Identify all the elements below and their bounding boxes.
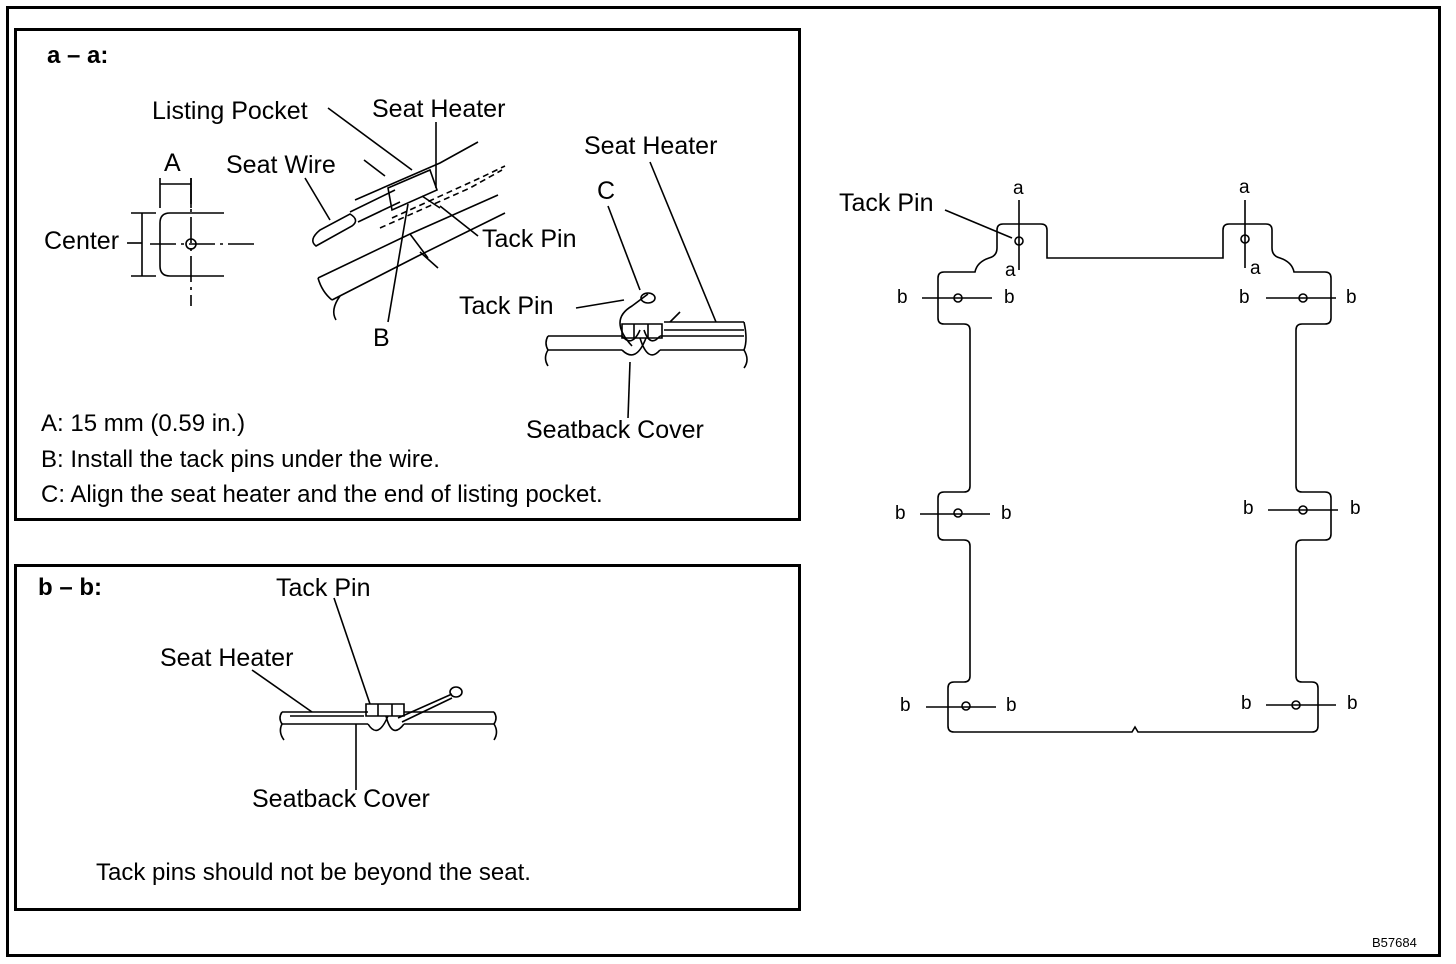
label-tack-pin-outline: Tack Pin (839, 189, 934, 217)
label-tack-pin-b: Tack Pin (276, 574, 371, 602)
note-c: C: Align the seat heater and the end of … (41, 481, 603, 508)
mark-b-7: b (1243, 498, 1254, 519)
figure-code: B57684 (1372, 935, 1417, 950)
label-seat-heater-b: Seat Heater (160, 644, 294, 672)
label-dimension-a: A (164, 149, 181, 177)
mark-b-4: b (1346, 287, 1357, 308)
label-tack-pin-a1: Tack Pin (482, 225, 577, 253)
mark-b-8: b (1350, 498, 1361, 519)
mark-b-9: b (900, 695, 911, 716)
mark-b-6: b (1001, 503, 1012, 524)
mark-a-3: a (1239, 177, 1250, 198)
section-b-title: b – b: (38, 574, 102, 601)
label-tack-pin-a2: Tack Pin (459, 292, 554, 320)
mark-a-2: a (1005, 260, 1016, 281)
label-mark-c: C (597, 177, 616, 205)
label-seat-heater-a1: Seat Heater (372, 95, 506, 123)
mark-b-10: b (1006, 695, 1017, 716)
note-b: B: Install the tack pins under the wire. (41, 446, 440, 473)
label-seat-heater-a2: Seat Heater (584, 132, 718, 160)
note-a: A: 15 mm (0.59 in.) (41, 410, 246, 437)
mark-b-5: b (895, 503, 906, 524)
mark-b-11: b (1241, 693, 1252, 714)
mark-a-4: a (1250, 258, 1261, 279)
mark-b-12: b (1347, 693, 1358, 714)
label-listing-pocket: Listing Pocket (152, 97, 308, 125)
figure-frame (6, 6, 1441, 957)
section-a-title: a – a: (47, 42, 109, 69)
mark-b-2: b (1004, 287, 1015, 308)
label-seatback-cover-a: Seatback Cover (526, 416, 704, 444)
section-a-panel (14, 28, 801, 521)
section-b-panel (14, 564, 801, 911)
note-section-b: Tack pins should not be beyond the seat. (96, 859, 531, 886)
label-seat-wire: Seat Wire (226, 151, 336, 179)
mark-b-1: b (897, 287, 908, 308)
mark-a-1: a (1013, 178, 1024, 199)
label-mark-b: B (373, 324, 390, 352)
label-seatback-cover-b: Seatback Cover (252, 785, 430, 813)
mark-b-3: b (1239, 287, 1250, 308)
label-center: Center (44, 227, 120, 255)
heater-outline (938, 224, 1331, 732)
